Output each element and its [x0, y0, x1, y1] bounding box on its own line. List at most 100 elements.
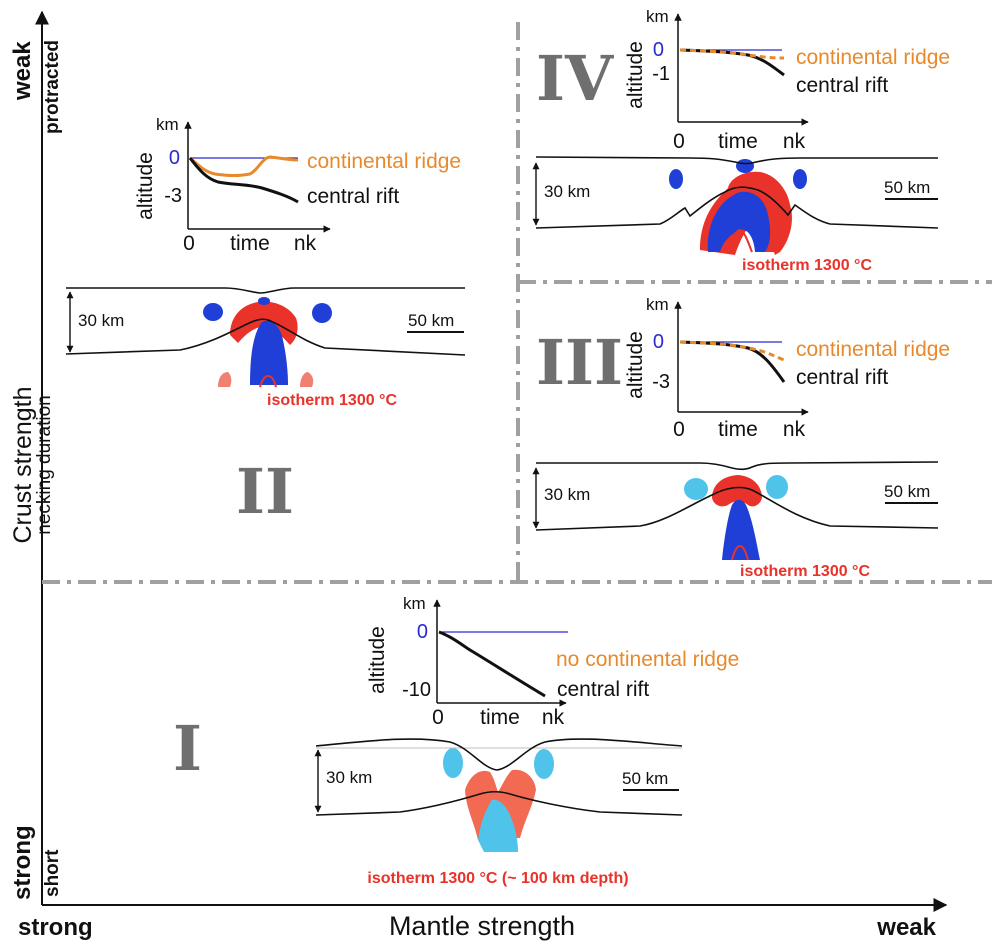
y-axis-subtitle: necking duration [34, 395, 55, 534]
y-axis-bottom-sublabel: short [42, 849, 63, 897]
graph-nk: nk [783, 130, 806, 153]
graph-tick-zero: 0 [653, 331, 664, 353]
panel-ii-altitude-graph: km altitude 0 -3 0 time nk continental r… [134, 115, 461, 255]
surface-line [66, 287, 465, 294]
legend-continental-ridge: continental ridge [796, 338, 950, 361]
isotherm-label: isotherm 1300 °C [742, 257, 872, 274]
panel-iii-numeral: III [536, 326, 623, 399]
moho-line [65, 318, 466, 356]
central-rift-curve [679, 340, 786, 383]
graph-unit-km: km [403, 594, 426, 613]
panel-iv-cross-section: 30 km 50 km isotherm 1300 °C [532, 156, 939, 274]
graph-tick-min: -3 [652, 371, 670, 393]
moho-line [535, 486, 939, 531]
isotherm-arc [259, 374, 277, 388]
graph-tick-zero: 0 [417, 621, 428, 643]
cold-zone [722, 499, 760, 560]
central-rift-curve [188, 157, 299, 204]
isotherm-label: isotherm 1300 °C [740, 563, 870, 580]
cold-blob-top [258, 297, 270, 305]
cold-blob-left [203, 303, 223, 321]
thickness-label: 30 km [544, 182, 590, 201]
main-axes: Mantle strength strong weak Crust streng… [9, 10, 948, 941]
legend-central-rift: central rift [307, 185, 399, 208]
thickness-label: 30 km [78, 311, 124, 330]
central-rift-curve [438, 630, 546, 698]
isotherm-arc [725, 228, 753, 253]
panel-iv: IV km altitude 0 -1 0 time nk continenta… [532, 7, 950, 274]
quadrant-dividers [42, 22, 992, 584]
length-scale-label: 50 km [884, 178, 930, 197]
panel-iii-cross-section: 30 km 50 km isotherm 1300 °C [532, 461, 939, 580]
y-axis-top-label: weak [9, 41, 36, 101]
panel-ii-cross-section: 30 km 50 km isotherm 1300 °C [65, 287, 466, 409]
graph-origin: 0 [673, 130, 685, 153]
cold-zone [250, 320, 288, 385]
moho-line [535, 186, 939, 229]
graph-unit-km: km [646, 7, 669, 26]
graph-tick-zero: 0 [653, 39, 664, 61]
panel-iv-altitude-graph: km altitude 0 -1 0 time nk continental r… [624, 7, 950, 153]
continental-ridge-curve [679, 340, 785, 362]
x-axis-title: Mantle strength [389, 911, 575, 941]
graph-tick-min: -1 [652, 63, 670, 85]
length-scale-label: 50 km [622, 769, 668, 788]
cold-blob-left [443, 748, 463, 778]
graph-ylabel: altitude [624, 331, 647, 399]
hot-root-right [300, 372, 314, 387]
hot-zone [712, 475, 762, 507]
cold-blob-right [534, 749, 554, 779]
moho-line [315, 790, 683, 816]
isotherm-label: isotherm 1300 °C [267, 392, 397, 409]
surface-line [315, 738, 683, 771]
graph-xlabel: time [718, 418, 758, 441]
panel-i-numeral: I [173, 712, 202, 785]
graph-unit-km: km [156, 115, 179, 134]
legend-continental-ridge: continental ridge [796, 46, 950, 69]
isotherm-arc [731, 544, 749, 561]
x-axis-right-label: weak [876, 914, 936, 941]
isotherm-label: isotherm 1300 °C (~ 100 km depth) [367, 870, 628, 887]
graph-nk: nk [294, 232, 317, 255]
graph-ylabel: altitude [134, 152, 157, 220]
graph-tick-min: -10 [402, 679, 431, 701]
cold-zone [707, 191, 771, 252]
length-scale-label: 50 km [884, 482, 930, 501]
continental-ridge-curve [679, 48, 785, 60]
cold-blob-left [684, 478, 708, 500]
graph-ylabel: altitude [366, 626, 389, 694]
legend-continental-ridge: continental ridge [307, 150, 461, 173]
cold-blob-top [736, 159, 754, 173]
panel-i: I km altitude 0 -10 0 time nk no contine… [173, 594, 739, 887]
panel-iii: III km altitude 0 -3 0 time nk continent… [532, 295, 950, 580]
legend-no-continental-ridge: no continental ridge [556, 648, 739, 671]
cold-zone [478, 799, 518, 852]
legend-central-rift: central rift [557, 678, 649, 701]
graph-xlabel: time [718, 130, 758, 153]
x-axis-left-label: strong [18, 914, 93, 941]
length-scale-label: 50 km [408, 311, 454, 330]
graph-xlabel: time [480, 706, 520, 729]
thickness-label: 30 km [544, 485, 590, 504]
panel-i-cross-section: 30 km 50 km isotherm 1300 °C (~ 100 km d… [314, 738, 683, 887]
surface-line [535, 156, 938, 165]
panel-i-altitude-graph: km altitude 0 -10 0 time nk no continent… [366, 594, 739, 729]
graph-ylabel: altitude [624, 41, 647, 109]
graph-tick-zero: 0 [169, 147, 180, 169]
graph-tick-min: -3 [164, 185, 182, 207]
panel-iii-altitude-graph: km altitude 0 -3 0 time nk continental r… [624, 295, 950, 441]
graph-unit-km: km [646, 295, 669, 314]
y-axis-title: Crust strength [9, 386, 37, 543]
graph-nk: nk [542, 706, 565, 729]
hot-root-left [218, 372, 232, 387]
panel-ii: II km altitude 0 -3 0 time nk continenta… [65, 115, 466, 528]
cold-blob-right [766, 475, 788, 499]
cold-blob-left [669, 169, 683, 189]
thickness-label: 30 km [326, 768, 372, 787]
y-axis-top-sublabel: protracted [42, 40, 63, 134]
legend-central-rift: central rift [796, 74, 888, 97]
panel-iv-numeral: IV [536, 42, 614, 115]
cold-blob-right [312, 303, 332, 323]
y-axis-bottom-label: strong [9, 825, 36, 900]
